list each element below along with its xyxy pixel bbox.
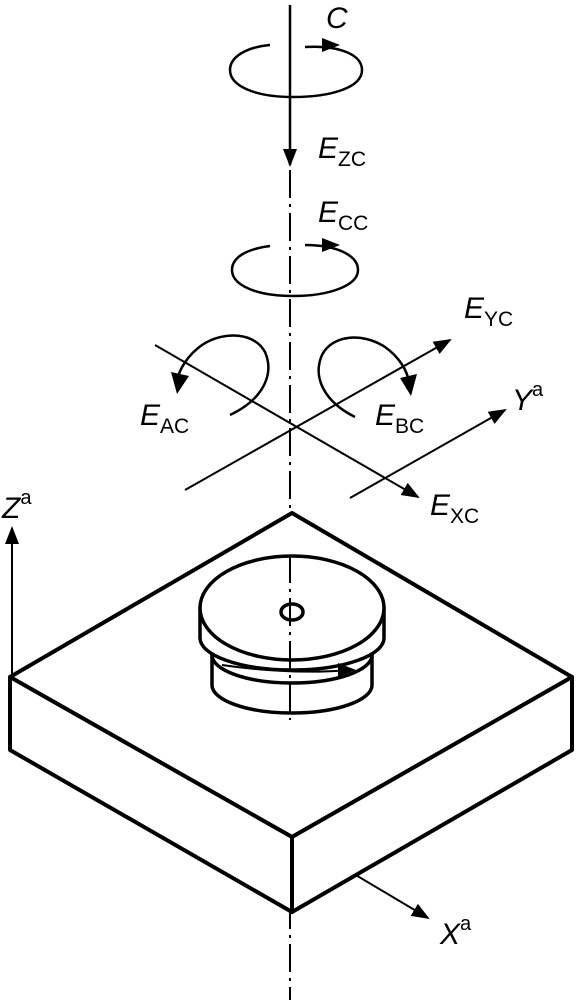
label-ecc: ECC: [318, 196, 368, 235]
label-za: Za: [1, 487, 32, 525]
c-rotation-arrow: [228, 38, 364, 99]
rotary-table: [198, 554, 386, 715]
ecc-rotation-arrow: [230, 238, 360, 298]
label-ezc: EZC: [318, 132, 366, 171]
ebc-rotation-arrow: [317, 336, 417, 419]
eac-rotation-arrow: [171, 334, 270, 417]
label-c: C: [326, 2, 348, 35]
tool-axes: [154, 339, 452, 499]
label-eyc: EYC: [464, 292, 513, 331]
label-ya: Ya: [512, 379, 544, 417]
ya-axis-arrow: [349, 409, 507, 499]
label-xa: Xa: [439, 913, 472, 951]
table-rotation-arrow: [221, 663, 356, 677]
label-exc: EXC: [430, 489, 479, 528]
label-ebc: EBC: [375, 399, 424, 438]
label-eac: EAC: [140, 399, 189, 438]
